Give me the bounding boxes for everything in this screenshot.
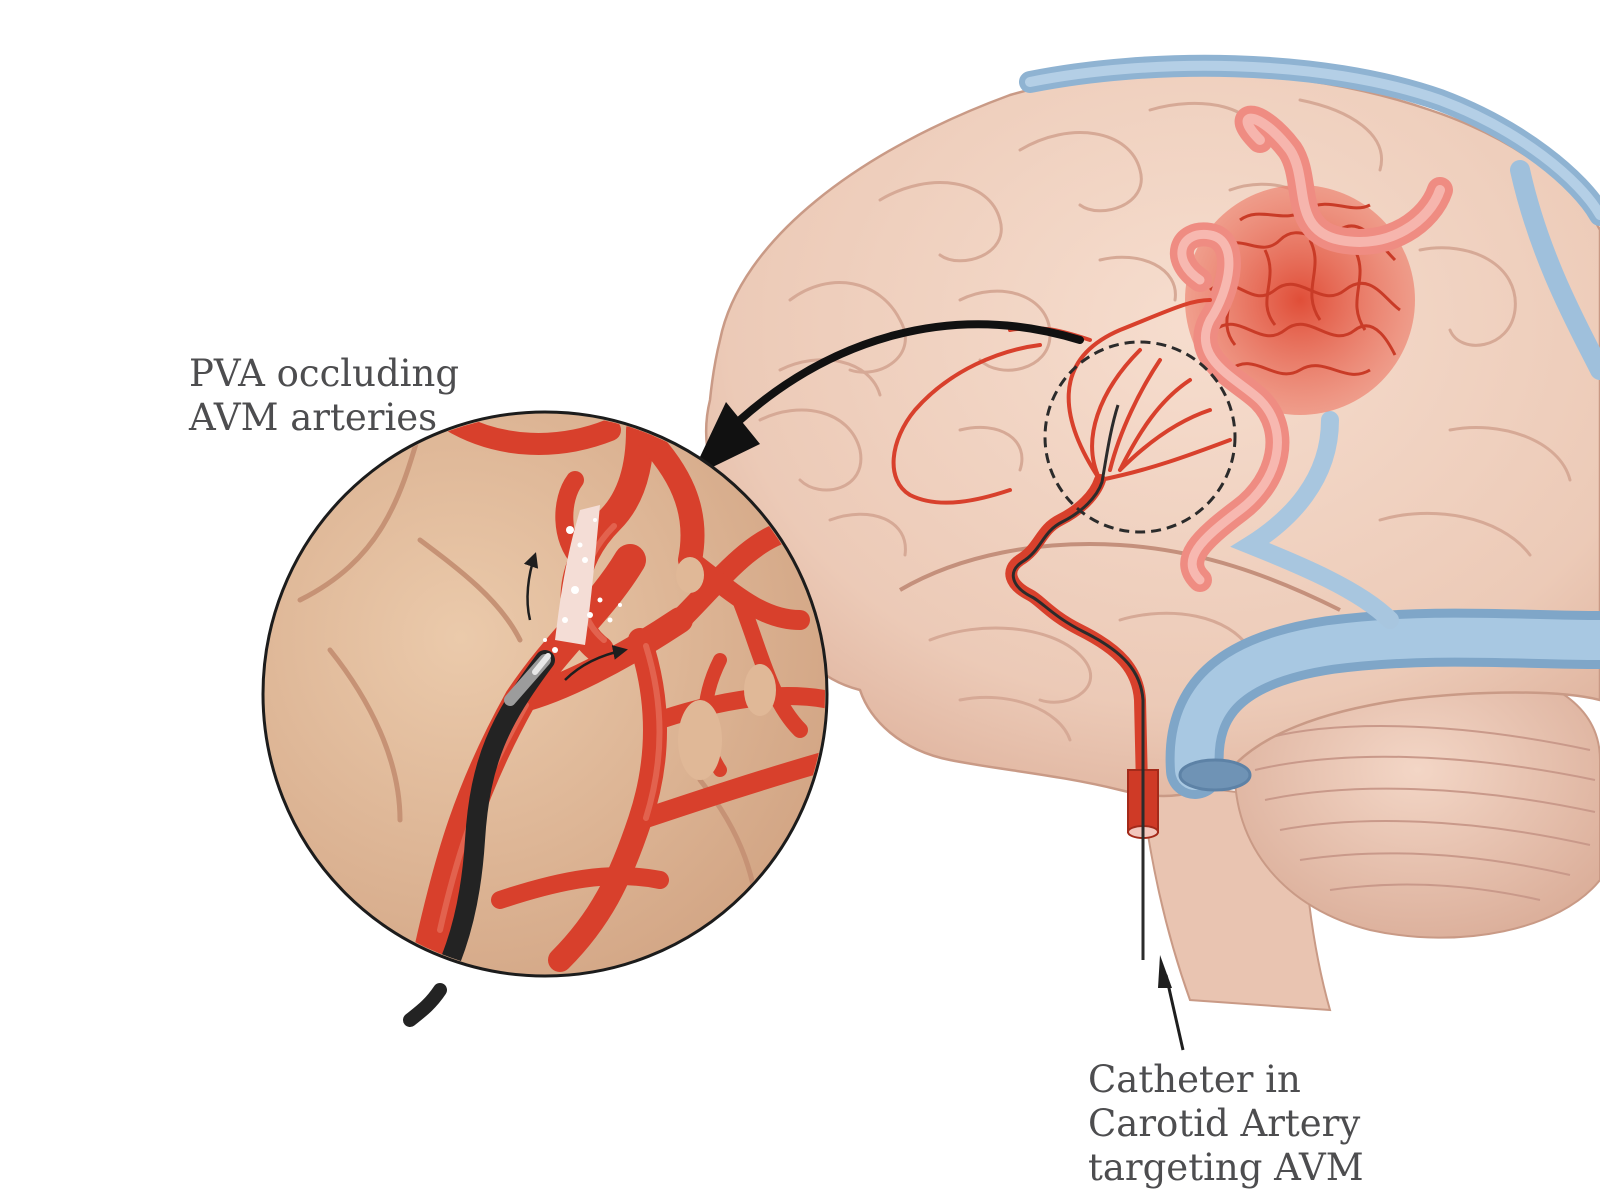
catheter-label-line1: Catheter in bbox=[1088, 1058, 1301, 1101]
cerebrum bbox=[705, 70, 1600, 798]
avm-drainage-vein bbox=[1230, 411, 1399, 629]
pva-particles bbox=[543, 505, 622, 653]
inset-zoom bbox=[261, 410, 829, 1027]
gyri bbox=[758, 98, 1572, 742]
catheter-label-line3: targeting AVM bbox=[1088, 1146, 1364, 1189]
catheter-tail bbox=[403, 983, 447, 1027]
draining-vein bbox=[1510, 160, 1600, 380]
brain bbox=[705, 70, 1600, 1012]
cerebellum-folia bbox=[1254, 725, 1596, 901]
catheter-label-line2: Carotid Artery bbox=[1088, 1102, 1361, 1145]
catheter-inset bbox=[400, 650, 555, 974]
pva-label: PVA occluding AVM arteries bbox=[189, 352, 459, 440]
veins bbox=[1019, 54, 1600, 799]
pva-label-line2: AVM arteries bbox=[189, 396, 438, 439]
sylvian-fissure bbox=[898, 542, 1341, 612]
catheter-brain bbox=[1011, 404, 1145, 960]
magnification-region bbox=[1043, 340, 1237, 534]
flow-arrow-icon bbox=[523, 552, 628, 681]
sinus-opening bbox=[1178, 758, 1252, 792]
pointer-arrow-icon bbox=[1158, 955, 1185, 1051]
pva-label-line1: PVA occluding bbox=[189, 352, 460, 395]
avm bbox=[891, 105, 1453, 960]
catheter-label: Catheter in Carotid Artery targeting AVM bbox=[1088, 1058, 1364, 1190]
curved-arrow-icon bbox=[690, 320, 1084, 478]
feeder-arteries bbox=[891, 298, 1232, 505]
